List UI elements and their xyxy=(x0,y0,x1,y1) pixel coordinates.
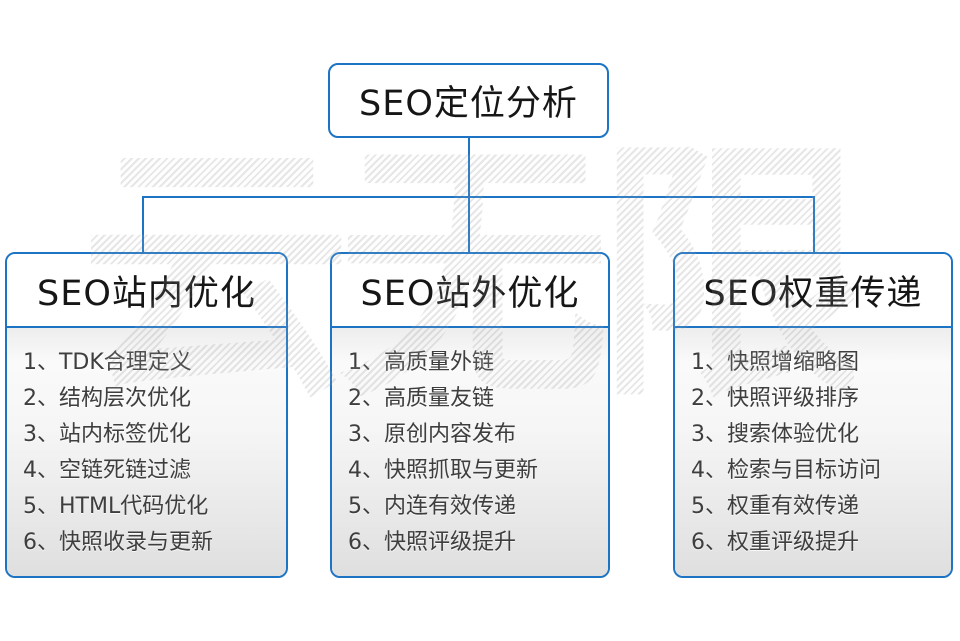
list-item: 2、高质量友链 xyxy=(348,386,494,411)
connector-root-vertical-line xyxy=(468,138,470,252)
column-title: SEO站外优化 xyxy=(360,273,580,314)
list-item: 6、权重评级提升 xyxy=(691,530,859,555)
list-item: 5、权重有效传递 xyxy=(691,494,859,519)
list-item: 4、空链死链过滤 xyxy=(23,458,191,483)
list-item: 1、快照增缩略图 xyxy=(691,350,859,375)
column-header: SEO站内优化 xyxy=(7,254,286,328)
list-item: 6、快照收录与更新 xyxy=(23,530,213,555)
column-title: SEO权重传递 xyxy=(703,273,923,314)
column-onsite-optimization: SEO站内优化 1、TDK合理定义 2、结构层次优化 3、站内标签优化 4、空链… xyxy=(5,252,288,578)
column-item-list: 1、TDK合理定义 2、结构层次优化 3、站内标签优化 4、空链死链过滤 5、H… xyxy=(7,328,286,576)
list-item: 2、快照评级排序 xyxy=(691,386,859,411)
root-node-title: SEO定位分析 xyxy=(359,84,578,124)
list-item: 1、TDK合理定义 xyxy=(23,350,192,375)
column-header: SEO站外优化 xyxy=(332,254,608,328)
list-item: 3、搜索体验优化 xyxy=(691,422,859,447)
list-item: 1、高质量外链 xyxy=(348,350,494,375)
column-offsite-optimization: SEO站外优化 1、高质量外链 2、高质量友链 3、原创内容发布 4、快照抓取与… xyxy=(330,252,610,578)
column-title: SEO站内优化 xyxy=(37,273,256,314)
list-item: 3、站内标签优化 xyxy=(23,422,191,447)
list-item: 4、检索与目标访问 xyxy=(691,458,881,483)
list-item: 4、快照抓取与更新 xyxy=(348,458,538,483)
root-node: SEO定位分析 xyxy=(328,63,609,138)
list-item: 2、结构层次优化 xyxy=(23,386,191,411)
connector-left-drop-line xyxy=(142,196,144,253)
column-item-list: 1、快照增缩略图 2、快照评级排序 3、搜索体验优化 4、检索与目标访问 5、权… xyxy=(675,328,951,576)
column-item-list: 1、高质量外链 2、高质量友链 3、原创内容发布 4、快照抓取与更新 5、内连有… xyxy=(332,328,608,576)
connector-right-drop-line xyxy=(813,196,815,253)
list-item: 3、原创内容发布 xyxy=(348,422,516,447)
column-header: SEO权重传递 xyxy=(675,254,951,328)
list-item: 5、HTML代码优化 xyxy=(23,494,209,519)
connector-horizontal-line xyxy=(142,196,815,198)
column-weight-transfer: SEO权重传递 1、快照增缩略图 2、快照评级排序 3、搜索体验优化 4、检索与… xyxy=(673,252,953,578)
list-item: 5、内连有效传递 xyxy=(348,494,516,519)
list-item: 6、快照评级提升 xyxy=(348,530,516,555)
